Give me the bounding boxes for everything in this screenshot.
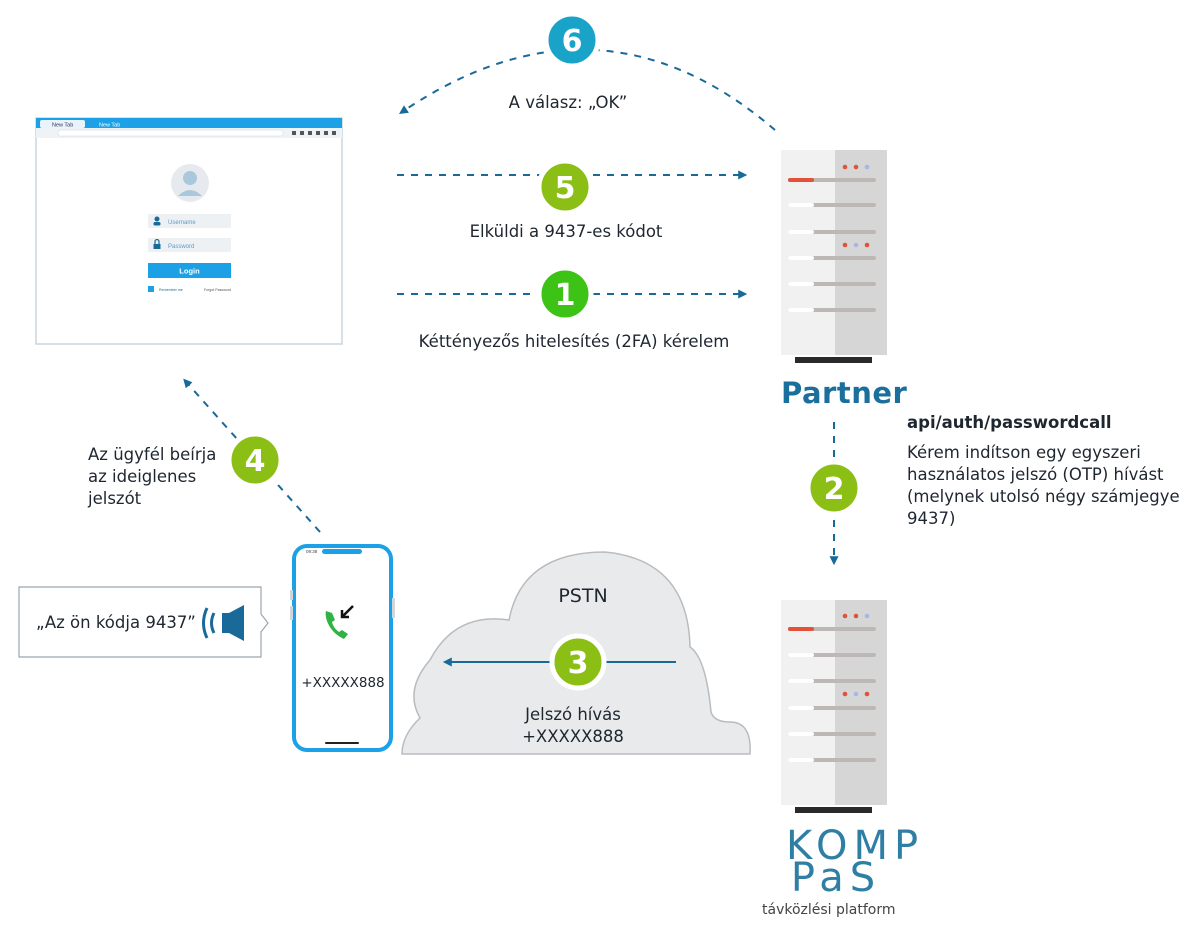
- step-3-label: Jelszó hívás: [525, 705, 621, 724]
- otp-request-line-2: használatos jelszó (OTP) hívást: [907, 465, 1164, 484]
- password-field[interactable]: [148, 238, 231, 252]
- kompas-logo-line-2: PaS: [790, 855, 882, 901]
- step-1-number: 1: [555, 278, 576, 313]
- server-base: [795, 357, 872, 363]
- home-icon: [324, 131, 328, 135]
- phone-side-button: [290, 606, 293, 620]
- speech-box-frame: [18, 586, 269, 658]
- browser-window: New Tab New Tab Username Password Login …: [35, 117, 343, 345]
- phone-notch: [322, 549, 362, 554]
- menu-icon: [332, 131, 336, 135]
- step-4-number: 4: [245, 444, 266, 479]
- login-button-label: Login: [179, 267, 200, 276]
- server-panel-right: [835, 150, 887, 355]
- browser-tab-2: New Tab: [99, 123, 120, 129]
- phone-side-button: [290, 590, 293, 600]
- step-5-badge: [536, 158, 594, 216]
- browser-address-bar: [57, 129, 284, 137]
- phone-home-bar: [325, 742, 359, 744]
- star-icon: [300, 131, 304, 135]
- forgot-password-link[interactable]: Forgot Password: [204, 288, 231, 292]
- step-1-badge: [536, 265, 594, 323]
- server-leds: [842, 613, 870, 697]
- speaker-icon: [222, 605, 244, 641]
- step-4-label-line-1: Az ügyfél beírja: [88, 445, 217, 464]
- otp-request-line-4: 9437): [907, 509, 956, 528]
- server-slots: [788, 627, 876, 762]
- step-2-number: 2: [824, 472, 845, 507]
- phone-number: +XXXXX888: [301, 675, 384, 691]
- server-panel-left: [781, 600, 835, 805]
- phone-time: 09:38: [306, 549, 318, 554]
- otp-request-line-1: Kérem indítson egy egyszeri: [907, 443, 1141, 462]
- step-6-number: 6: [562, 24, 583, 59]
- server-slots: [788, 178, 876, 312]
- username-field[interactable]: [148, 214, 231, 228]
- sound-wave-icon: [210, 612, 216, 634]
- username-placeholder: Username: [168, 220, 196, 226]
- step-6-label: A válasz: „OK”: [508, 93, 628, 112]
- step-3-number: 3: [568, 646, 589, 681]
- otp-request-line-3: (melynek utolsó négy számjegye: [907, 487, 1180, 506]
- avatar-head-icon: [183, 171, 197, 185]
- step-3-number-label: +XXXXX888: [522, 727, 624, 746]
- phone-frame: [292, 544, 393, 752]
- step-badges: 1 2 3 4 5 6: [226, 11, 863, 691]
- server-panel-left: [781, 150, 835, 355]
- kompas-tagline: távközlési platform: [762, 902, 896, 918]
- incoming-arrow-icon: [340, 605, 354, 619]
- server-panel-right: [835, 600, 887, 805]
- login-button[interactable]: [148, 263, 231, 278]
- phone-side-button: [392, 598, 395, 618]
- user-icon: [154, 216, 160, 222]
- phone: 09:38 +XXXXX888: [290, 544, 395, 752]
- step-5-label: Elküldi a 9437-es kódot: [469, 222, 663, 241]
- server-leds: [842, 164, 870, 248]
- step-3-badge: [549, 633, 607, 691]
- kompas-server: [781, 600, 887, 813]
- step-6-badge: [543, 11, 601, 69]
- remember-checkbox[interactable]: [148, 286, 154, 292]
- step-5-number: 5: [555, 171, 576, 206]
- step-1-label: Kétténye­zős hitelesítés (2FA) kérelem: [418, 332, 730, 351]
- avatar-body-icon: [178, 190, 202, 196]
- sound-wave-icon: [202, 607, 209, 639]
- remember-label: Remember me: [159, 288, 183, 292]
- speech-box: „Az ön kódja 9437”: [18, 586, 269, 658]
- refresh-icon: [292, 131, 296, 135]
- browser-frame: [35, 117, 343, 345]
- lock-icon: [153, 244, 161, 249]
- partner-server: [781, 150, 887, 363]
- partner-title: Partner: [781, 376, 908, 410]
- step-4-badge: [226, 431, 284, 489]
- kompas-logo-line-1: KOMP: [786, 823, 925, 869]
- lock-icon-shackle: [154, 238, 160, 244]
- server-base: [795, 807, 872, 813]
- user-icon-body: [153, 222, 161, 226]
- api-endpoint: api/auth/passwordcall: [907, 413, 1112, 432]
- browser-tab-active: [40, 120, 85, 128]
- browser-tab-1: New Tab: [52, 123, 73, 129]
- cloud-label: PSTN: [558, 585, 607, 607]
- step-4-label-line-2: az ideiglenes: [88, 467, 197, 486]
- step-4-label-line-3: jelszót: [88, 489, 142, 508]
- speech-text: „Az ön kódja 9437”: [36, 613, 196, 632]
- step-2-badge: [805, 459, 863, 517]
- password-placeholder: Password: [168, 244, 194, 250]
- camera-icon: [308, 131, 312, 135]
- browser-tabbar: [36, 118, 342, 128]
- mic-icon: [316, 131, 320, 135]
- incoming-call-icon: [325, 611, 348, 639]
- browser-toolbar-icons: [292, 131, 336, 135]
